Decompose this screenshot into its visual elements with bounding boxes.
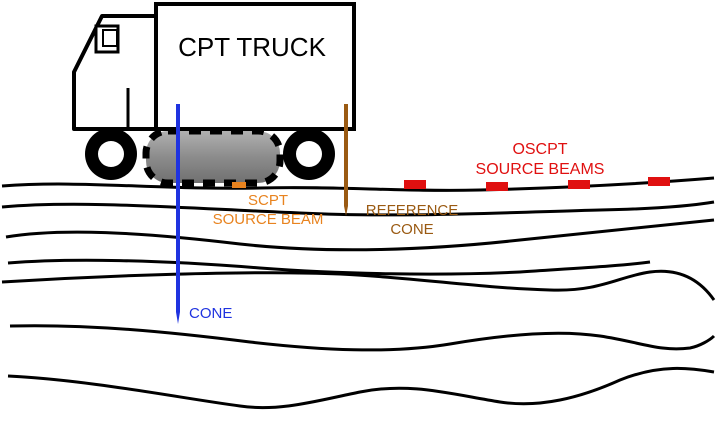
soil-layer-line-5: [9, 324, 716, 352]
soil-layer-line-2: [5, 218, 715, 252]
oscpt-source-beam-1: [404, 180, 426, 189]
scpt-source-beam-marker: [232, 182, 246, 188]
truck-box: [154, 2, 356, 131]
reference-cone-label-line1: REFERENCE: [366, 202, 459, 219]
oscpt-source-beam-4: [648, 177, 670, 186]
soil-layer-line-4: [1, 269, 716, 301]
cone-tip-icon: [176, 312, 180, 324]
truck-window-inner: [102, 29, 118, 47]
cone-label: CONE: [189, 305, 232, 322]
oscpt-source-beam-3: [568, 180, 590, 189]
scpt-beam-pad: [142, 127, 284, 187]
rear-hubcap: [296, 141, 322, 167]
oscpt-label-line2: SOURCE BEAMS: [476, 161, 605, 178]
front-hubcap: [98, 141, 124, 167]
scpt-label-line1: SCPT: [248, 192, 288, 209]
cpt-truck: CPT TRUCK: [72, 2, 356, 187]
soil-layer-line-1: [1, 200, 715, 217]
soil-layer-line-6: [7, 366, 715, 410]
oscpt-label-line1: OSCPT: [512, 141, 567, 158]
ground-surface-line: [1, 176, 715, 192]
soil-layer-line-3: [7, 258, 651, 276]
scpt-label-line2: SOURCE BEAM: [213, 211, 324, 228]
reference-cone-tip-icon: [344, 206, 348, 216]
oscpt-source-beam-2: [486, 182, 508, 191]
reference-cone-label-line2: CONE: [390, 221, 433, 238]
truck-label: CPT TRUCK: [178, 32, 326, 62]
